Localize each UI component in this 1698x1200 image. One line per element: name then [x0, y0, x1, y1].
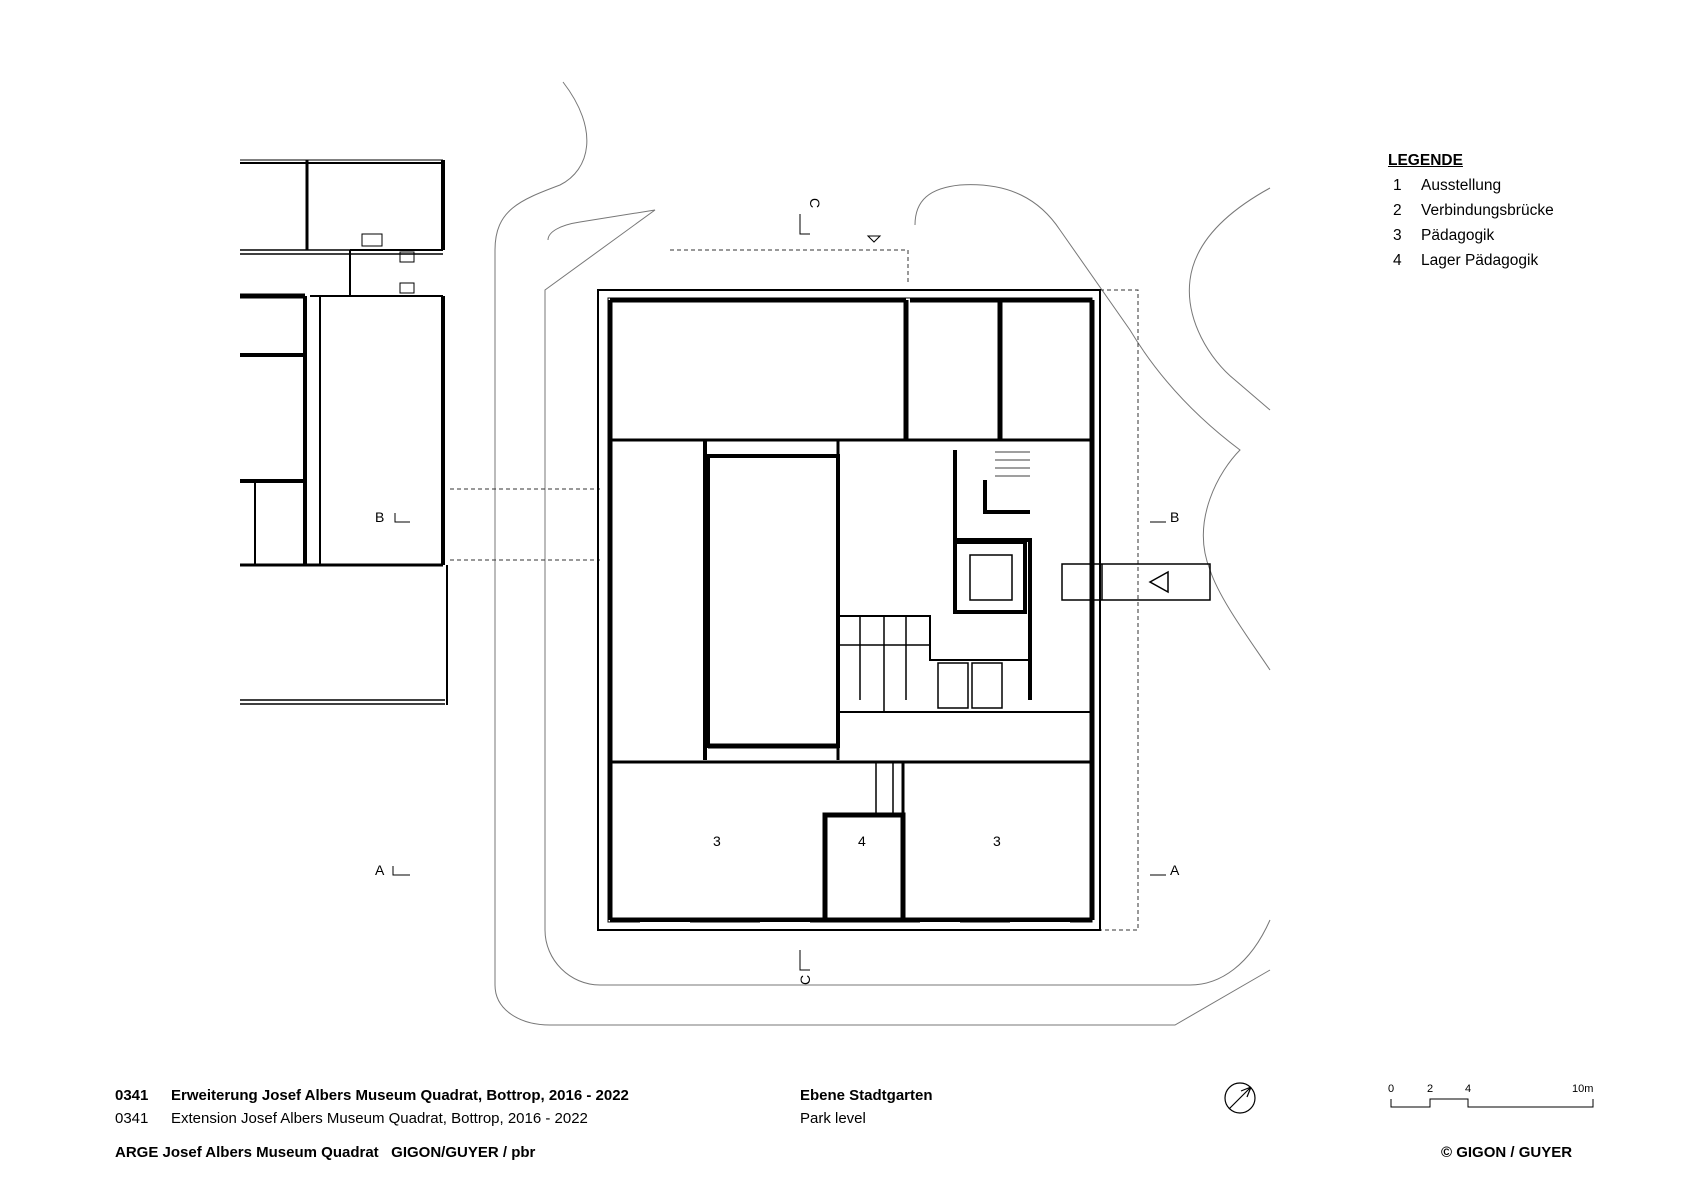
entrance-bridge: [866, 235, 1211, 601]
legend-item: 3 Pädagogik: [1393, 227, 1495, 244]
section-mark-a-left: A: [375, 862, 385, 878]
section-mark-c-top: C: [807, 198, 823, 208]
room-number-3-left: 3: [713, 833, 721, 849]
legend-item: 1 Ausstellung: [1393, 177, 1502, 194]
section-mark-b-left: B: [375, 509, 384, 525]
new-building: [597, 289, 1101, 931]
section-mark-c-bottom: C: [797, 975, 813, 985]
room-number-4: 4: [858, 833, 866, 849]
level-title-de: Ebene Stadtgarten: [800, 1087, 933, 1104]
section-mark-b-right: B: [1170, 509, 1179, 525]
legend-item: 4 Lager Pädagogik: [1393, 252, 1539, 269]
scale-tick-2: 2: [1427, 1083, 1434, 1095]
copyright: © GIGON / GUYER: [1441, 1144, 1573, 1161]
project-credit: ARGE Josef Albers Museum Quadrat GIGON/G…: [115, 1144, 536, 1161]
scale-bar: [1390, 1098, 1594, 1108]
site-paths: [494, 81, 1271, 1026]
level-block: Ebene Stadtgarten Park level: [800, 1084, 933, 1130]
legend-title: LEGENDE: [1388, 152, 1463, 169]
scale-tick-10m: 10m: [1572, 1083, 1594, 1095]
legend: LEGENDE 1 Ausstellung 2 Verbindungsbrück…: [1388, 148, 1554, 273]
north-arrow-icon: [1224, 1082, 1256, 1114]
existing-building: [240, 159, 448, 705]
scale-tick-4: 4: [1465, 1083, 1472, 1095]
section-marks: [392, 214, 1166, 971]
section-mark-a-right: A: [1170, 862, 1180, 878]
room-number-3-right: 3: [993, 833, 1001, 849]
bridge-dashes: [450, 249, 1139, 931]
scale-tick-0: 0: [1388, 1083, 1395, 1095]
level-title-en: Park level: [800, 1110, 866, 1127]
legend-item: 2 Verbindungsbrücke: [1393, 202, 1554, 219]
